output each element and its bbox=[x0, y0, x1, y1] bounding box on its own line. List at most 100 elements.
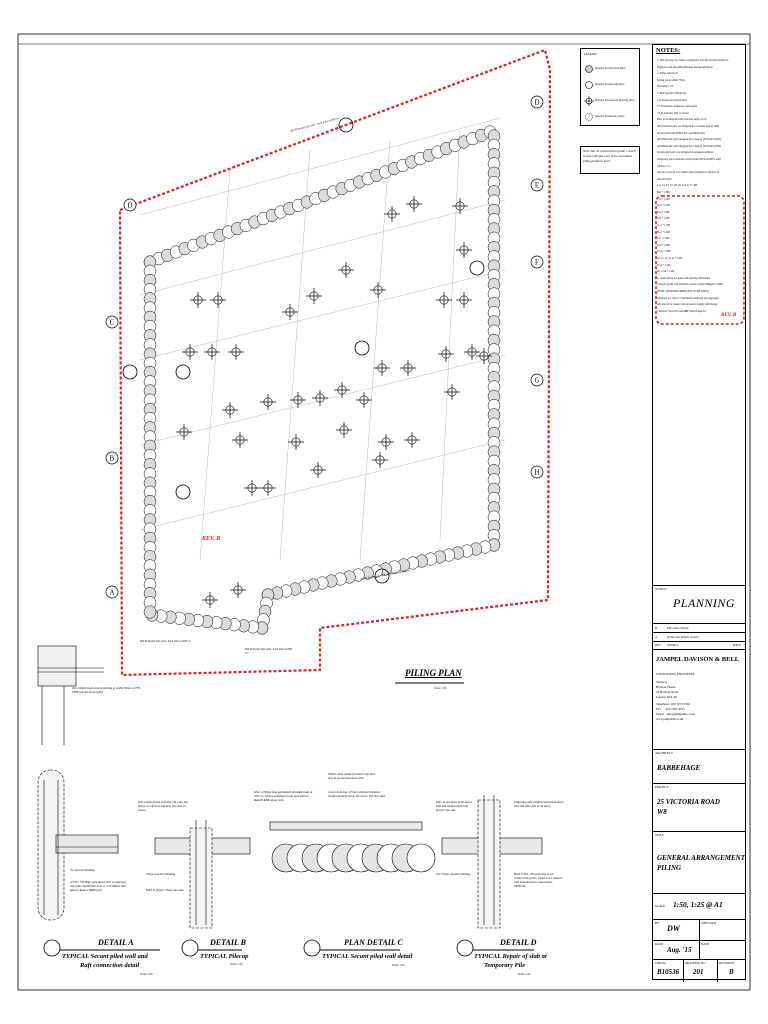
detail-d-sub1: TYPICAL Repair of slab at bbox=[474, 953, 547, 960]
company-fax: 020 7263 4015 bbox=[665, 707, 685, 711]
grid-bubble-left: A bbox=[105, 585, 119, 599]
detail-d-sub2: Temporary Pile bbox=[484, 962, 526, 969]
detail-b-note-2: 75mm concrete blinding bbox=[146, 872, 176, 876]
bearing-pile bbox=[476, 348, 492, 364]
company-name: JAMPEL DAVISON & BELL bbox=[656, 656, 740, 663]
bearing-pile bbox=[230, 582, 246, 598]
note-line: E at +1.380 bbox=[657, 210, 670, 214]
company-telephone: 020 7272 0562 bbox=[670, 702, 690, 706]
bearing-pile bbox=[456, 242, 472, 258]
note-line: 2. Piling tolerances: bbox=[657, 72, 679, 76]
bearing-pile bbox=[356, 392, 372, 408]
note-line: C at +1.280 bbox=[657, 197, 670, 201]
bearing-pile bbox=[244, 480, 260, 496]
note-line: 20, 21, 23, 24 at +1.380 bbox=[657, 257, 683, 260]
detail-b-scale: Scale 1:25 bbox=[230, 962, 243, 966]
detail-d-drawing bbox=[441, 795, 543, 929]
note-line: T1-T14 denotes temporary works piles bbox=[657, 105, 698, 109]
detail-d-scale: Scale 1:25 bbox=[518, 972, 531, 976]
bearing-pile bbox=[372, 452, 388, 468]
scale-value: 1:50, 1:25 @ A1 bbox=[673, 900, 723, 909]
note-line: 25 at +1.280 bbox=[657, 263, 671, 267]
detail-d-note-3: Use 75mm concrete blinding bbox=[436, 872, 471, 876]
svg-text:E: E bbox=[535, 182, 539, 190]
detail-bubbles bbox=[43, 939, 474, 957]
detail-c-bubble bbox=[303, 939, 321, 957]
svg-text:D: D bbox=[534, 99, 539, 107]
note-line: Verticality 1:75 bbox=[657, 85, 674, 89]
note-line: D at +1.180 bbox=[657, 204, 670, 208]
sheet-border bbox=[17, 33, 751, 991]
grid-bubble-left: D bbox=[123, 198, 137, 212]
section-marker-left bbox=[122, 364, 138, 380]
architect-panel: ARCHITECT RABBEHAGE bbox=[653, 749, 745, 784]
drawing-number-panel: JOB No. B10536 DRAWING No. 201 REVISION … bbox=[653, 959, 745, 982]
note-line: 3. Bearing piles 350mm dia. bbox=[657, 92, 687, 95]
notes-title: NOTES: bbox=[656, 47, 681, 54]
company-address: Studio 6 Harbour House 23 Harbour Road L… bbox=[656, 680, 679, 699]
detail-c-sub1: TYPICAL Secant piled wall detail bbox=[322, 953, 413, 960]
bearing-pile bbox=[176, 424, 192, 440]
detail-d-bubble bbox=[456, 939, 474, 957]
bearing-pile bbox=[464, 344, 480, 360]
drawn-checked-panel: BY DW CHECKED DATE Aug. '15 DATE bbox=[653, 919, 745, 960]
note-line: friction 17 m. bbox=[657, 164, 672, 168]
detail-d-note-4: Hold or R/L 100 waterstop to all constru… bbox=[514, 872, 563, 888]
bearing-pile-icon bbox=[584, 96, 594, 106]
note-line: slab all levels: bbox=[657, 177, 673, 181]
section-marker-left-2 bbox=[175, 364, 191, 380]
note-line: B at +1.380 bbox=[657, 191, 670, 194]
note-line: H at +1.480 bbox=[657, 230, 670, 234]
status-text: PLANNING bbox=[673, 596, 736, 610]
svg-text:F: F bbox=[535, 259, 539, 267]
detail-a-note-2: 2/3 Ø x 750 High yield dowel bars to lea… bbox=[70, 880, 126, 892]
bearing-pile bbox=[202, 592, 218, 608]
notch-wall-dimension: 600 Ø Secant pile wall - hard piles at 8… bbox=[140, 640, 191, 643]
bearing-pile bbox=[338, 262, 354, 278]
detail-d-title: DETAIL D bbox=[500, 938, 537, 947]
wall-callout: 600 Ø Secant pile wall - hard piles at 8… bbox=[245, 648, 292, 655]
bearing-pile bbox=[260, 480, 276, 496]
bearing-pile bbox=[190, 292, 206, 308]
soft-pile-icon bbox=[585, 81, 593, 89]
detail-d-note-1: Pile cut out down to 50 below slab and r… bbox=[436, 800, 472, 812]
detail-b-title: DETAIL B bbox=[210, 938, 246, 947]
legend-label: denotes Secant soft piles bbox=[595, 82, 625, 86]
secant-wall-piles bbox=[143, 125, 501, 635]
detail-c-pile bbox=[406, 843, 436, 873]
detail-b-bubble bbox=[181, 939, 199, 957]
detail-c-note-2: 300mm deep rebate formed in soft piles o… bbox=[328, 772, 376, 780]
note-line: (NOTE: DESIGNED MIXES NOT TO BE USED). bbox=[657, 290, 709, 293]
bearing-pile bbox=[182, 344, 198, 360]
svg-text:D: D bbox=[127, 202, 132, 210]
detail-a-scale: Scale 1:25 bbox=[140, 972, 153, 976]
grid-bubble-right: D bbox=[530, 95, 544, 109]
detail-b-sub1: TYPICAL Pilecap bbox=[200, 953, 249, 960]
drawing-title-panel: TITLE GENERAL ARRANGEMENT PILING bbox=[653, 831, 745, 894]
section-marker-lower bbox=[175, 484, 191, 500]
bearing-piles bbox=[176, 196, 492, 608]
detail-a-sub1: TYPICAL Secant piled wall and bbox=[62, 953, 148, 960]
bearing-pile bbox=[334, 382, 350, 398]
grid-bubble-left: C bbox=[105, 315, 119, 329]
note-line: T1 at +1.080 bbox=[657, 250, 671, 254]
note-line: All 600mm dia. piles designed for a load… bbox=[657, 138, 722, 142]
job-number: B10536 bbox=[657, 968, 680, 976]
company-tagline: CONSULTING ENGINEERS bbox=[656, 672, 695, 676]
project-line-2: W8 bbox=[657, 808, 667, 816]
grid-bubble-right: G bbox=[530, 373, 544, 387]
detail-b-note-3: Piles to project 75mm into slab bbox=[146, 888, 184, 892]
bearing-pile bbox=[288, 434, 304, 450]
revision-letter: B bbox=[729, 968, 734, 976]
date-value: Aug. '15 bbox=[667, 946, 692, 954]
detail-c-scale: Scale 1:25 bbox=[392, 963, 405, 967]
note-line: All 800mm dia. piles designed for a load… bbox=[657, 144, 722, 148]
company-email: info@jampeldb.co.uk bbox=[666, 712, 695, 716]
detail-a-note-1: 75 concrete blinding bbox=[70, 868, 95, 872]
note-line: maximum w/c ratio 0.5 and 60mm maximum s… bbox=[657, 296, 720, 300]
bearing-pile bbox=[232, 432, 248, 448]
